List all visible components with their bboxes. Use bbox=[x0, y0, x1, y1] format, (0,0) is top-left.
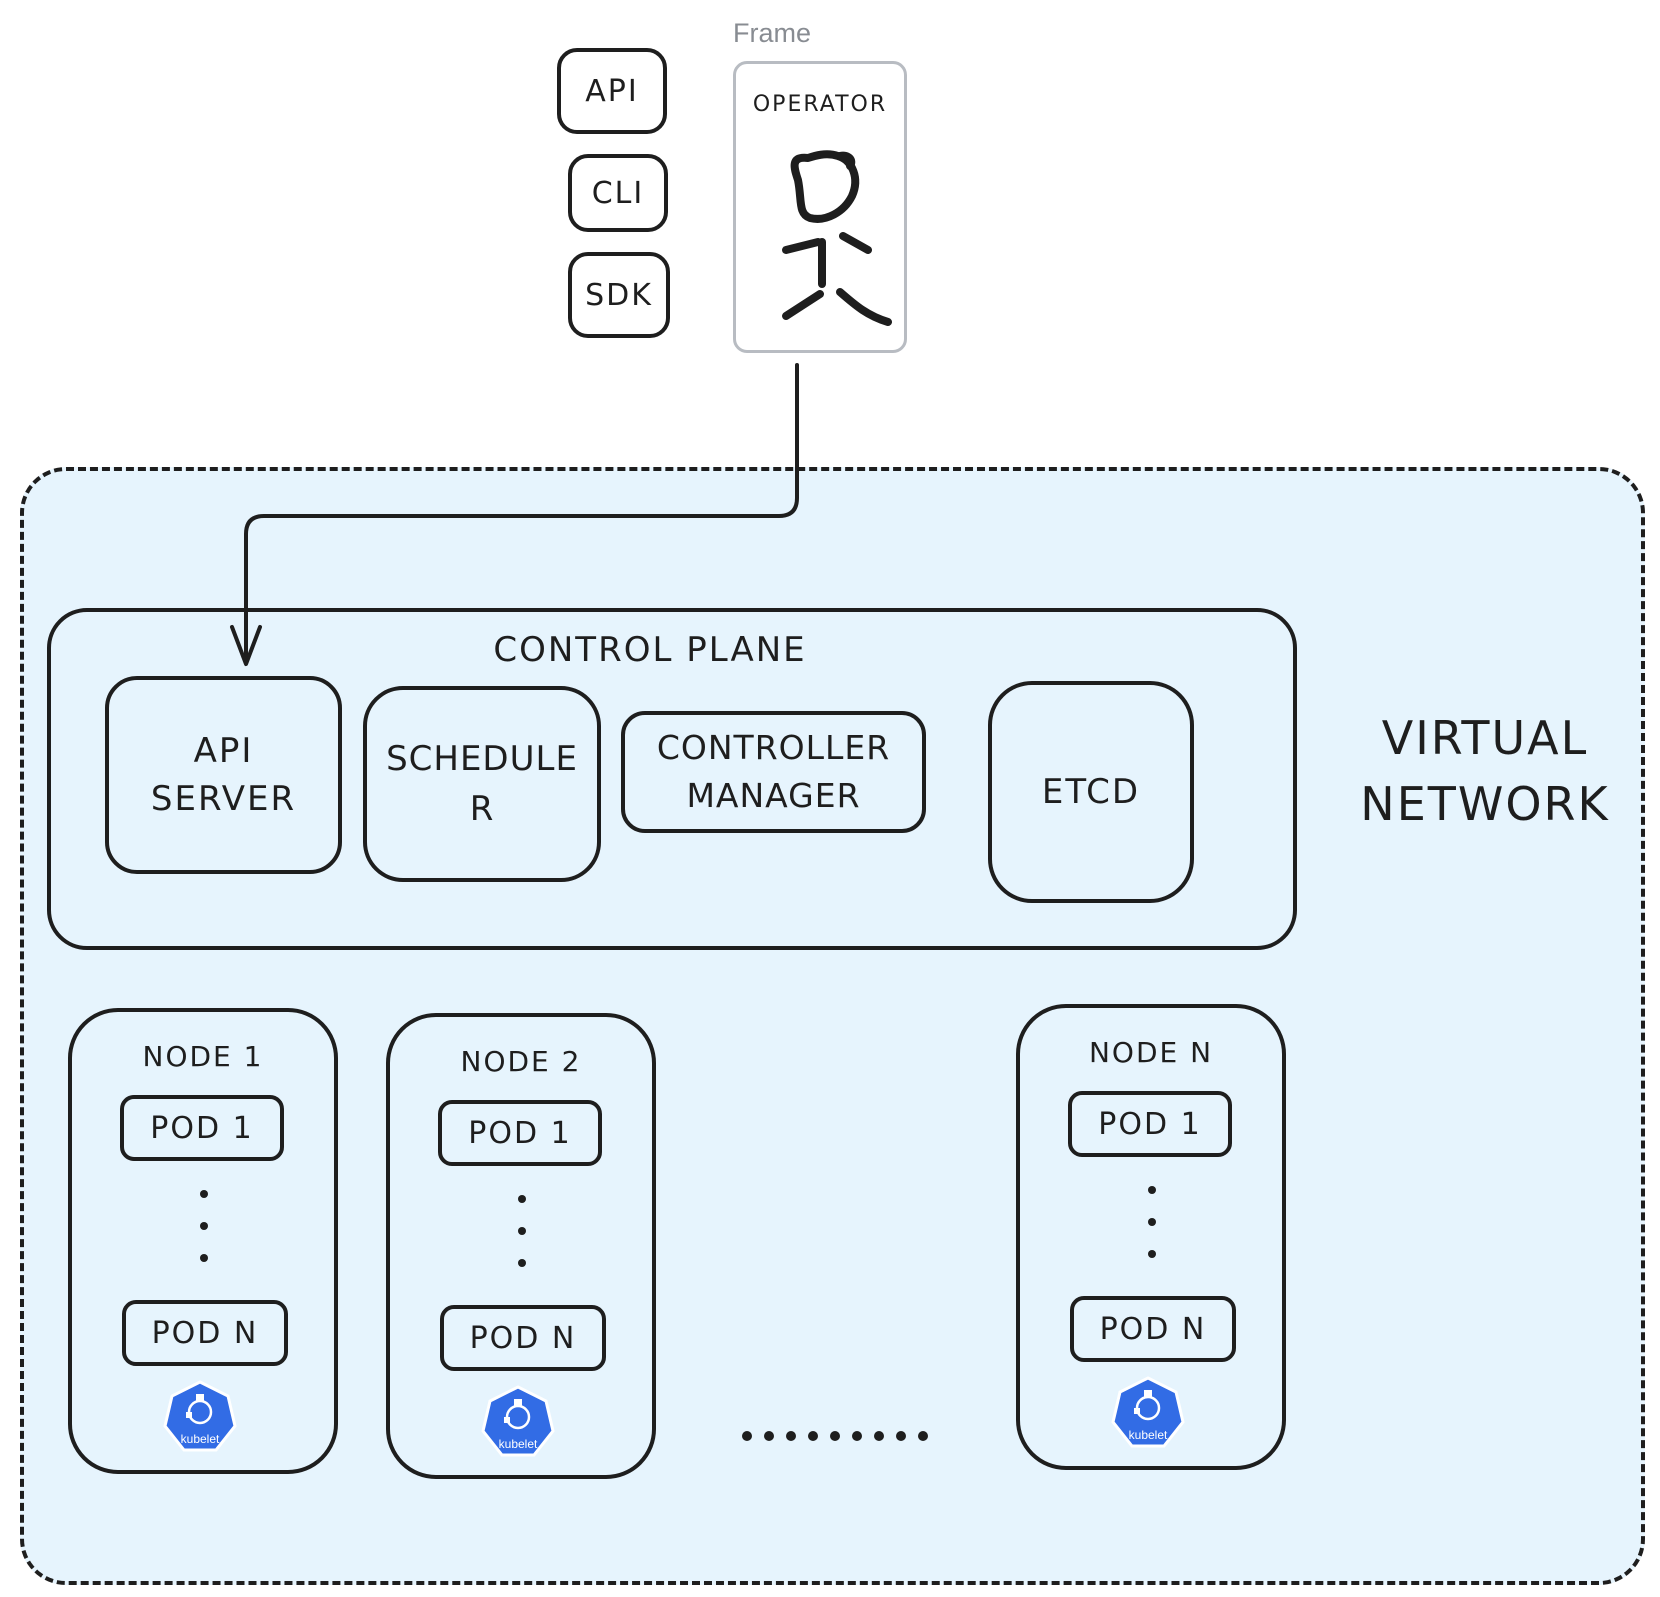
node-n-pod-first: POD 1 bbox=[1068, 1091, 1232, 1157]
client-sdk-box: SDK bbox=[568, 252, 670, 338]
controller-manager-box: CONTROLLER MANAGER bbox=[621, 711, 926, 833]
node-2-pod-ellipsis bbox=[518, 1195, 528, 1291]
node-2-kubelet-icon bbox=[481, 1385, 555, 1457]
client-sdk-label: SDK bbox=[585, 277, 653, 313]
scheduler-label-line1: SCHEDULE bbox=[386, 739, 578, 779]
client-api-label: API bbox=[585, 73, 639, 109]
node-n-title: NODE N bbox=[1088, 1036, 1214, 1069]
node-1-kubelet-label: kubelet bbox=[180, 1432, 220, 1446]
virtual-network-label-line2: NETWORK bbox=[1360, 777, 1610, 831]
node-1-pod-last-label: POD N bbox=[151, 1315, 259, 1351]
api-server-label-line2: SERVER bbox=[150, 779, 297, 819]
client-cli-label: CLI bbox=[591, 175, 645, 211]
controller-manager-label-line2: MANAGER bbox=[686, 776, 861, 815]
node-2-pod-last: POD N bbox=[440, 1305, 606, 1371]
scheduler-box: SCHEDULE R bbox=[363, 686, 601, 882]
node-n-kubelet-icon bbox=[1111, 1376, 1185, 1448]
client-cli-box: CLI bbox=[568, 154, 668, 232]
node-1-kubelet-icon bbox=[163, 1380, 237, 1452]
etcd-label: ETCD bbox=[1041, 772, 1141, 812]
control-plane-box bbox=[47, 608, 1297, 950]
control-plane-title: CONTROL PLANE bbox=[493, 630, 807, 670]
more-nodes-ellipsis bbox=[742, 1431, 928, 1441]
api-server-label-line1: API bbox=[193, 731, 254, 771]
node-n-pod-last: POD N bbox=[1070, 1296, 1236, 1362]
node-n-pod-first-label: POD 1 bbox=[1098, 1106, 1202, 1142]
scheduler-label-line2: R bbox=[469, 789, 495, 829]
client-api-box: API bbox=[557, 48, 667, 134]
node-2-pod-last-label: POD N bbox=[469, 1320, 577, 1356]
controller-manager-label-line1: CONTROLLER bbox=[656, 728, 891, 767]
etcd-box: ETCD bbox=[988, 681, 1194, 903]
operator-title: OPERATOR bbox=[752, 92, 888, 117]
node-n-kubelet-label: kubelet bbox=[1128, 1428, 1168, 1442]
node-2-pod-first: POD 1 bbox=[438, 1100, 602, 1166]
node-2-box bbox=[386, 1013, 656, 1479]
operator-frame bbox=[733, 61, 907, 353]
node-n-pod-ellipsis bbox=[1148, 1186, 1158, 1282]
node-2-kubelet-label: kubelet bbox=[498, 1437, 538, 1451]
node-1-title: NODE 1 bbox=[142, 1040, 264, 1073]
node-1-pod-first: POD 1 bbox=[120, 1095, 284, 1161]
virtual-network-label-line1: VIRTUAL bbox=[1381, 711, 1589, 765]
virtual-network-label: VIRTUAL NETWORK bbox=[1340, 705, 1630, 837]
node-1-pod-last: POD N bbox=[122, 1300, 288, 1366]
node-2-title: NODE 2 bbox=[460, 1045, 582, 1078]
frame-caption: Frame bbox=[733, 18, 812, 48]
node-n-pod-last-label: POD N bbox=[1099, 1311, 1207, 1347]
api-server-box: API SERVER bbox=[105, 676, 342, 874]
node-n-box bbox=[1016, 1004, 1286, 1470]
node-1-pod-first-label: POD 1 bbox=[150, 1110, 254, 1146]
node-1-pod-ellipsis bbox=[200, 1190, 210, 1286]
node-2-pod-first-label: POD 1 bbox=[468, 1115, 572, 1151]
node-1-box bbox=[68, 1008, 338, 1474]
